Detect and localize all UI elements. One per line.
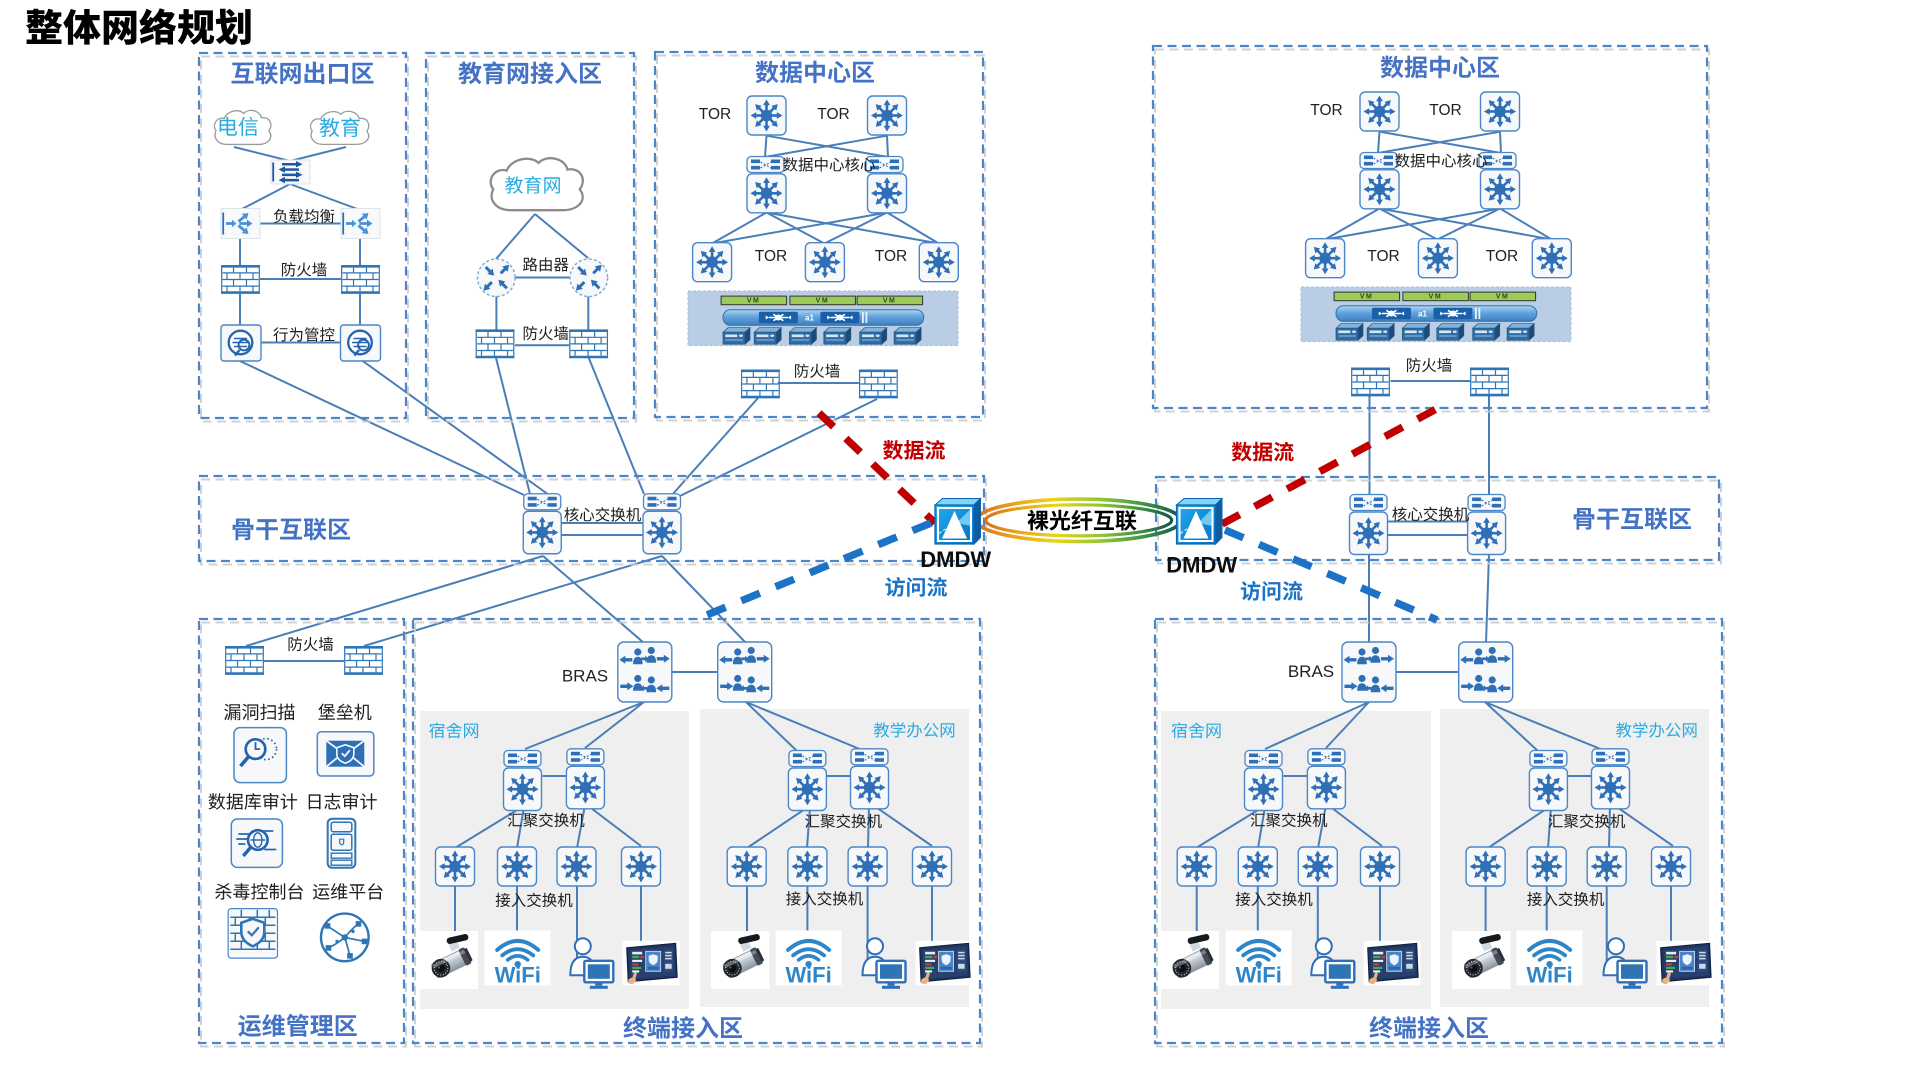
svg-text:BRAS: BRAS	[1288, 662, 1334, 681]
svg-text:TOR: TOR	[699, 106, 731, 123]
svg-text:TOR: TOR	[1486, 248, 1518, 265]
svg-text:TOR: TOR	[817, 106, 849, 123]
svg-text:DMDW: DMDW	[1166, 552, 1237, 577]
svg-text:TOR: TOR	[755, 248, 787, 265]
svg-text:TOR: TOR	[875, 248, 907, 265]
svg-text:TOR: TOR	[1429, 102, 1461, 119]
svg-text:TOR: TOR	[1367, 248, 1399, 265]
svg-text:BRAS: BRAS	[562, 667, 608, 686]
svg-text:TOR: TOR	[1310, 102, 1342, 119]
svg-text:DMDW: DMDW	[920, 547, 991, 572]
